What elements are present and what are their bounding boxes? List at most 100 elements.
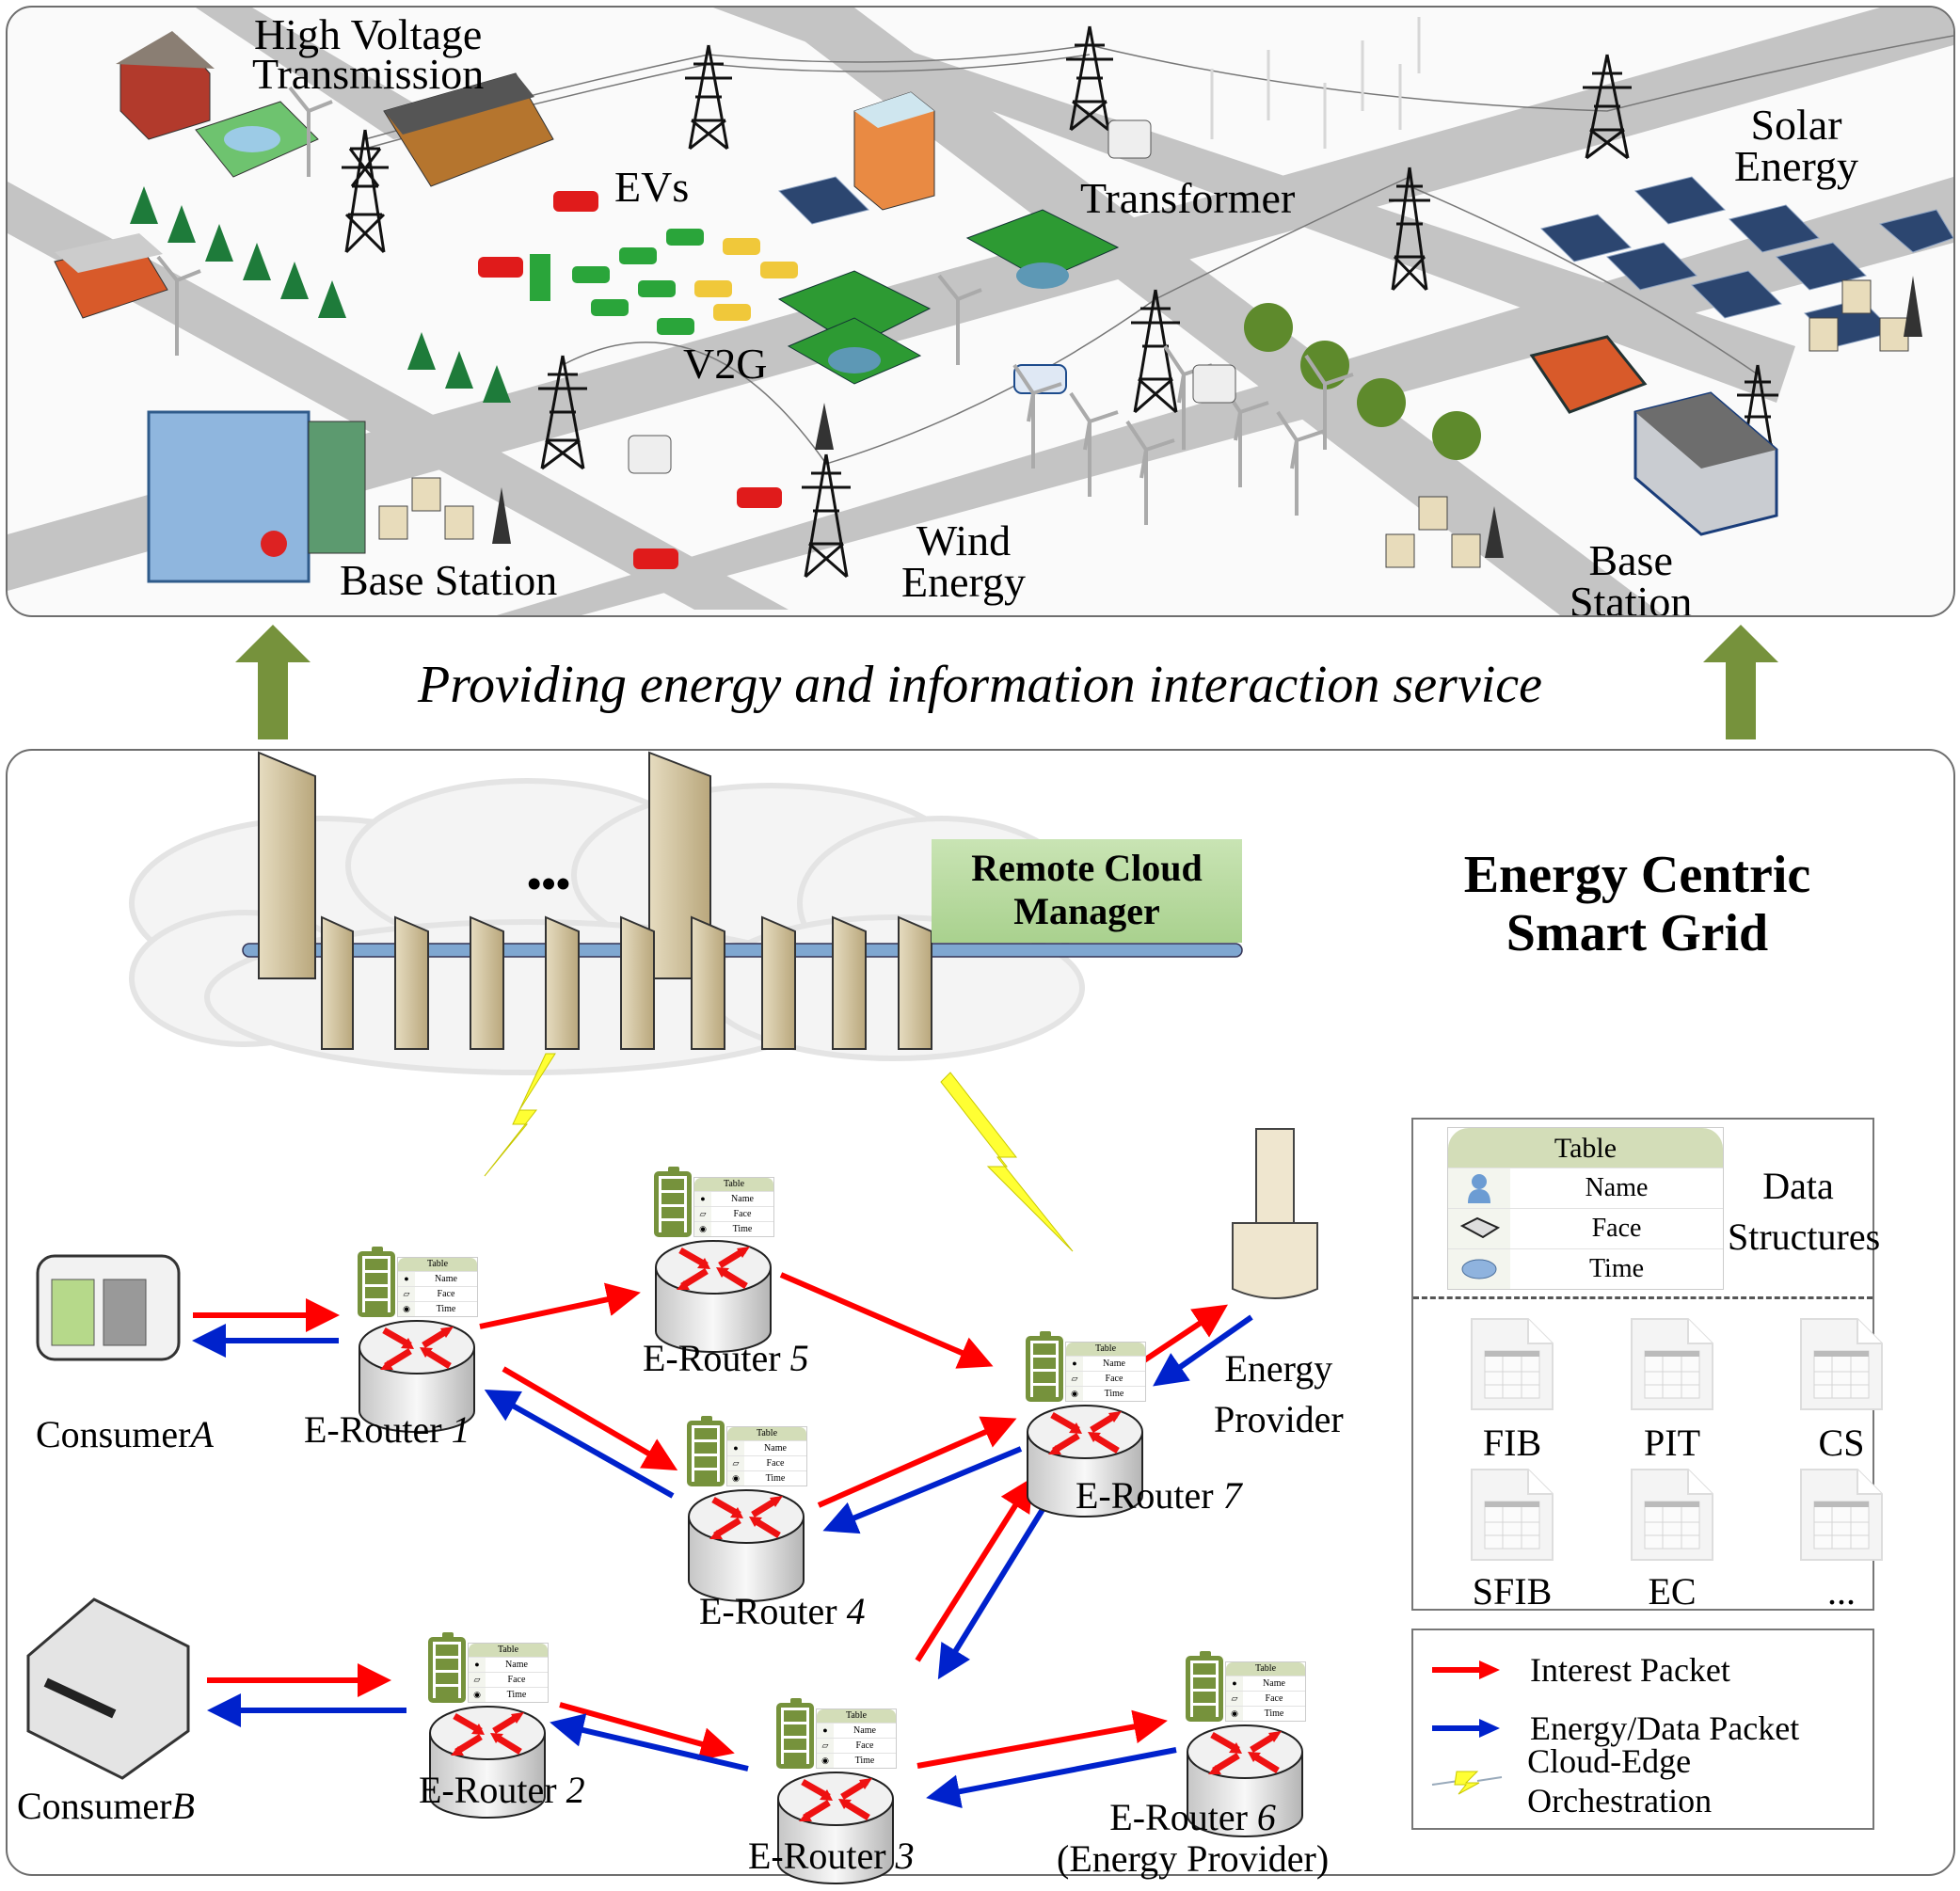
router-table-row: ◉Time [398, 1301, 477, 1316]
router-table-cell: Face [437, 1289, 455, 1299]
transmission-tower-icon [1066, 25, 1113, 132]
title-line: Smart Grid [1506, 903, 1769, 962]
router-table-cell: Time [1264, 1708, 1284, 1719]
battery-icon [358, 1247, 395, 1317]
router-table-cell: Name [1103, 1359, 1125, 1369]
file-table-icon [1799, 1317, 1884, 1411]
router-6[interactable]: Table ●Name ▱Face ◉Time [1186, 1651, 1308, 1837]
apartment-icon [853, 91, 935, 211]
transformer-icon [1192, 364, 1236, 404]
router-table-row: ▱Face [398, 1286, 477, 1301]
wind-turbine-icon [1012, 363, 1062, 469]
up-arrow-icon [1703, 625, 1778, 739]
energy-arrow [937, 1489, 1057, 1680]
router-table-row: ◉Time [727, 1470, 806, 1486]
router-table-cell: Time [436, 1304, 456, 1314]
clock-disc-icon: ◉ [1226, 1707, 1243, 1721]
solar-panel-icon [1776, 242, 1867, 291]
router-table-row: ◉Time [1066, 1386, 1145, 1401]
label-text: E-Router [643, 1337, 790, 1379]
clock-disc-icon [1448, 1249, 1510, 1289]
router-table-row: ●Name [727, 1440, 806, 1455]
router-table-row: ◉Time [469, 1687, 548, 1702]
interest-arrow [916, 1709, 1168, 1769]
label-high-voltage-transmission: High Voltage Transmission [252, 10, 485, 98]
table-header: Table [1448, 1128, 1723, 1168]
router-table-row: ▱Face [1226, 1691, 1305, 1706]
label-italic: 6 [1256, 1796, 1276, 1838]
cloud-manager-line: Manager [1013, 890, 1160, 932]
interest-arrow [779, 1272, 994, 1369]
label-text: E-Router [1109, 1796, 1257, 1838]
label-italic: 3 [895, 1835, 915, 1877]
barn-icon [116, 31, 215, 140]
label-text: Consumer [17, 1785, 172, 1827]
router-table-row: ▱Face [727, 1455, 806, 1470]
solar-panel-icon [1540, 214, 1632, 262]
base-station-antenna-icon [1485, 506, 1504, 558]
router-table-row: ◉Time [694, 1221, 773, 1236]
file-label: SFIB [1472, 1570, 1553, 1613]
electric-car-icon [553, 191, 598, 212]
data-structures-box: Table Name Face Time Data Structures FIB… [1411, 1118, 1883, 1613]
label-v2g: V2G [683, 340, 768, 388]
battery-icon [1026, 1331, 1063, 1402]
table-row: Face [1448, 1208, 1723, 1248]
label-line: High Voltage [253, 10, 483, 58]
diagram-title: Energy Centric Smart Grid [1393, 846, 1882, 962]
links [192, 1272, 1253, 1809]
battery-icon [654, 1167, 692, 1237]
router-table: Table ●Name ▱Face ◉Time [816, 1708, 897, 1769]
transformer-icon [1107, 119, 1152, 159]
battery-icon [428, 1632, 466, 1703]
router-table-cell: Face [855, 1740, 874, 1751]
pool-building-icon [195, 101, 319, 178]
router-7[interactable]: Table ●Name ▱Face ◉Time [1026, 1331, 1148, 1518]
router-table-cell: Face [507, 1675, 526, 1685]
router-3[interactable]: Table ●Name ▱Face ◉Time [776, 1698, 899, 1884]
router-5[interactable]: Table ●Name ▱Face ◉Time [654, 1167, 776, 1353]
label-router-4: E-Router 4 [699, 1593, 866, 1630]
smart-city-panel: High Voltage Transmission EVs Transforme… [6, 6, 1955, 617]
legend-item-orchestration: Cloud-Edge Orchestration [1425, 1742, 1872, 1819]
router-4[interactable]: Table ●Name ▱Face ◉Time [687, 1416, 809, 1602]
label-italic: 1 [451, 1408, 470, 1451]
server-icon [1451, 533, 1481, 568]
label-italic: B [171, 1785, 195, 1827]
wind-turbine-icon [156, 255, 201, 356]
legend-label: Interest Packet [1530, 1651, 1730, 1689]
file-label: FIB [1482, 1422, 1542, 1464]
router-table-row: ▱Face [1066, 1371, 1145, 1386]
clock-disc-icon: ◉ [694, 1222, 711, 1236]
label-line: Wind [916, 516, 1012, 564]
router-table: Table ●Name ▱Face ◉Time [468, 1643, 549, 1703]
road-cross [713, 8, 1795, 403]
label-line: E-Router 6 [1057, 1797, 1329, 1838]
router-table-header: Table [817, 1709, 896, 1723]
router-icon [359, 1320, 475, 1433]
router-icon [655, 1240, 772, 1353]
label-line: Transmission [252, 50, 485, 98]
file-label: PIT [1644, 1422, 1700, 1464]
router-icon [429, 1706, 546, 1819]
router-table-row: ◉Time [817, 1753, 896, 1768]
server-icon [620, 915, 655, 1050]
base-stations [378, 276, 1922, 568]
label-line: (Energy Provider) [1057, 1837, 1330, 1880]
user-icon: ● [1226, 1676, 1243, 1691]
title-line: Energy Centric [1463, 846, 1811, 904]
user-icon: ● [694, 1192, 711, 1206]
road-top-left [196, 8, 459, 139]
router-2[interactable]: Table ●Name ▱Face ◉Time [428, 1632, 550, 1819]
router-table-row: ▱Face [469, 1672, 548, 1687]
base-station-antenna-icon [492, 487, 511, 544]
router-1[interactable]: Table ●Name ▱Face ◉Time [358, 1247, 480, 1433]
solar-panel-icon [1634, 176, 1726, 225]
parks [777, 209, 1120, 385]
warehouse-icon [1633, 391, 1778, 536]
wind-turbine-icon [1125, 420, 1175, 525]
label-line: Energy [1734, 142, 1859, 190]
label-router-3: E-Router 3 [748, 1837, 915, 1875]
switch-face-icon: ▱ [1226, 1692, 1243, 1706]
router-table-cell: Time [1104, 1389, 1124, 1399]
